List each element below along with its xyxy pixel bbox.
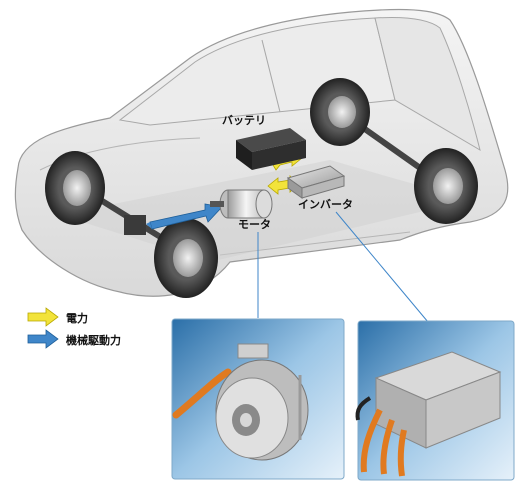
legend-electric-power: 電力	[66, 310, 88, 326]
inverter-photo	[355, 320, 515, 481]
rear-right-wheel	[310, 78, 370, 146]
legend-electric-power-label: 電力	[66, 312, 88, 325]
battery-label: バッテリ	[222, 114, 266, 127]
yellow-arrow-icon	[27, 307, 59, 327]
front-right-wheel	[414, 148, 478, 224]
mechanical-drive-arrow	[146, 203, 223, 230]
legend-mechanical-drive: 機械駆動力	[66, 332, 121, 348]
inverter	[286, 165, 346, 199]
inverter-label: インバータ	[298, 198, 353, 211]
blue-arrow-icon	[27, 329, 59, 349]
motor-label: モータ	[238, 218, 271, 231]
legend-mechanical-drive-label: 機械駆動力	[66, 334, 121, 347]
motor-photo	[171, 318, 345, 480]
front-left-wheel	[154, 218, 218, 298]
battery	[236, 128, 306, 170]
rear-left-wheel	[45, 151, 105, 225]
inverter-callout-line	[335, 211, 429, 323]
motor	[210, 189, 273, 219]
gearbox	[124, 215, 146, 235]
